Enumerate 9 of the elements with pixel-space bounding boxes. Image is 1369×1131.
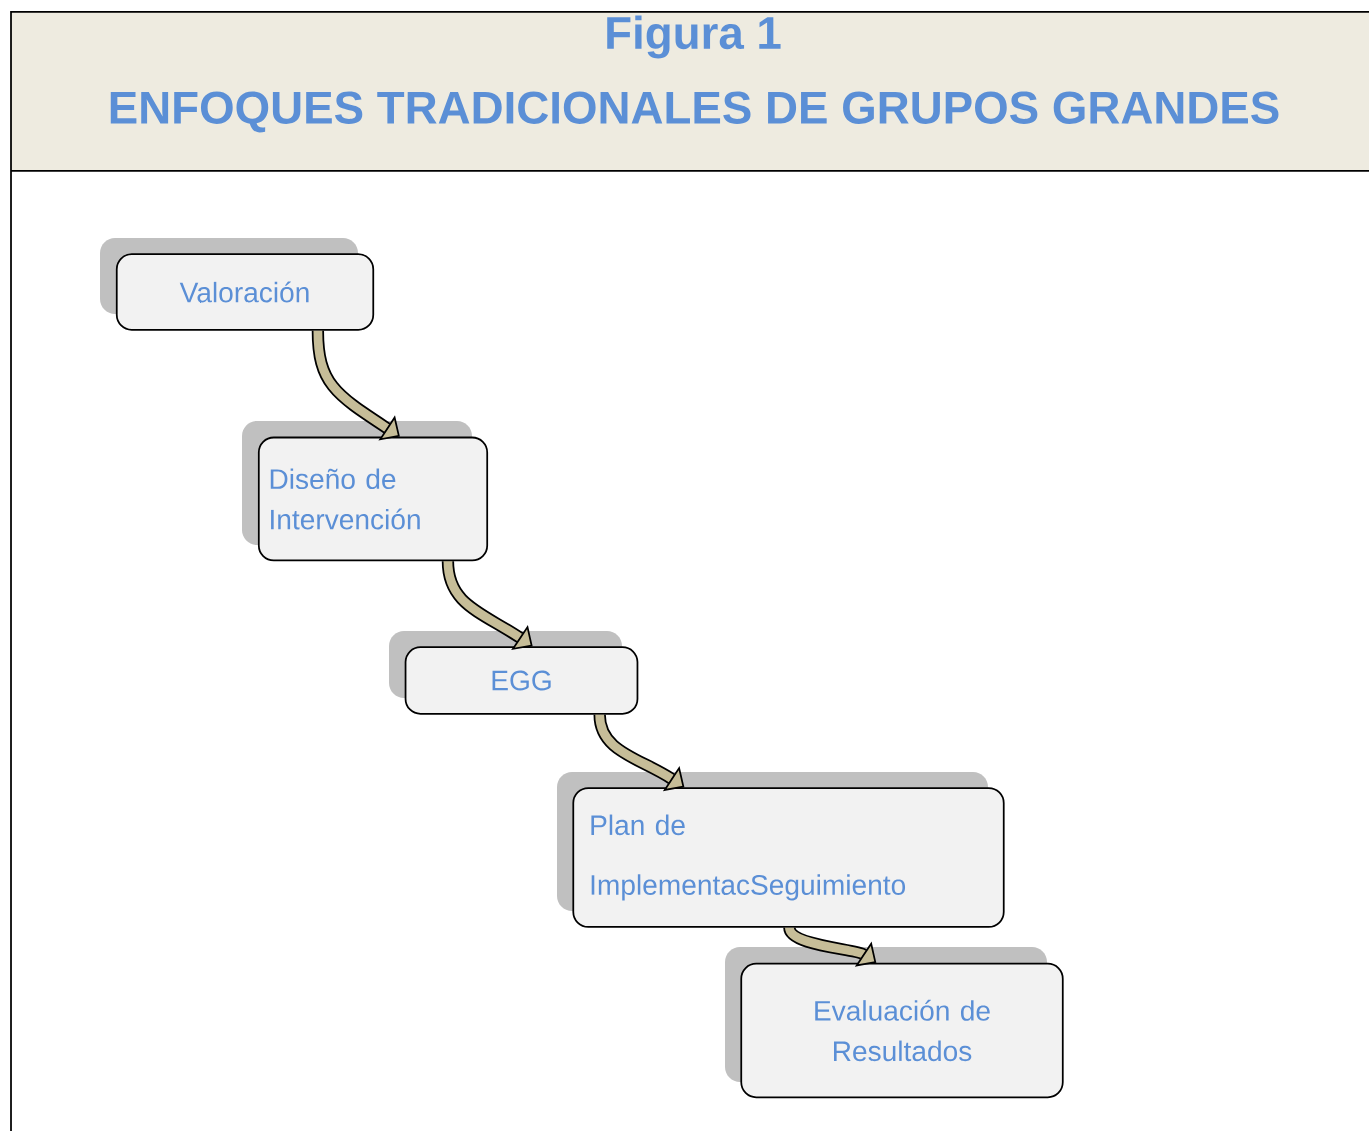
process-box: EGG (404, 646, 639, 715)
process-box: Valoración (115, 253, 375, 331)
process-box: Diseño de Intervención (257, 436, 489, 562)
heading: ENFOQUES TRADICIONALES DE GRUPOS GRANDES (110, 91, 1279, 133)
curved-arrow (311, 330, 400, 441)
process-box: Evaluación de Resultados (740, 962, 1064, 1099)
figure-title: Figura 1 (607, 15, 781, 59)
curved-arrow (783, 925, 877, 967)
process-box: Plan de ImplementacSeguimiento (572, 787, 1005, 928)
